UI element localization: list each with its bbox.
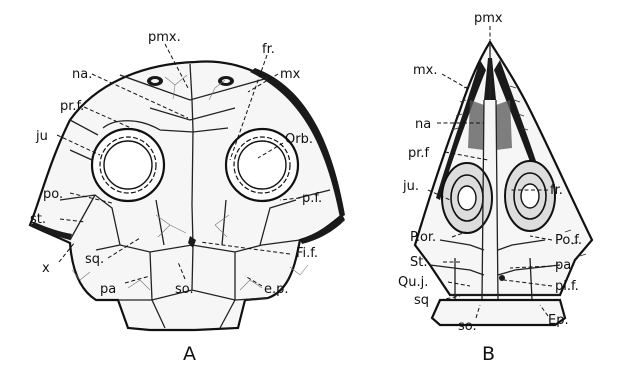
label-b-so: so. [458, 319, 477, 334]
caption-a: A [183, 343, 196, 365]
label-b-fr: fr. [550, 183, 563, 198]
label-b-prf: pr.f [408, 146, 430, 161]
label-b-sq: sq [414, 293, 429, 308]
label-b-pmx: pmx [474, 11, 503, 26]
label-a-pmx: pmx. [148, 30, 181, 45]
label-a-ep: e.p. [264, 282, 289, 297]
skull-b-shade-right [496, 100, 512, 150]
label-b-st: St. [410, 255, 427, 270]
label-a-fr: fr. [262, 42, 275, 57]
caption-b: B [482, 343, 495, 365]
label-b-pa: pa [555, 258, 571, 273]
label-a-pa: pa [100, 282, 116, 297]
label-a-so: so. [175, 282, 194, 297]
label-b-ju: ju. [402, 179, 419, 194]
label-a-po: po. [43, 187, 63, 202]
label-a-sq: sq. [85, 252, 104, 267]
label-a-prf: pr.f. [60, 99, 84, 114]
label-b-na: na [415, 117, 431, 132]
label-a-pf: p.f. [302, 191, 322, 206]
label-b-por: P.or. [410, 230, 436, 245]
label-b-pof: Po.f. [555, 233, 582, 248]
label-b-mx: mx. [413, 63, 438, 78]
label-a-st: st. [30, 212, 46, 227]
label-a-mx: mx [280, 67, 301, 82]
label-b-ep: Ep. [548, 313, 569, 328]
label-a-ju: ju [35, 129, 48, 144]
label-a-fif: Fi.f. [296, 246, 318, 261]
label-b-pif: pi.f. [555, 279, 579, 294]
skull-b-occipital [432, 300, 565, 325]
label-a-orb: Orb. [285, 132, 313, 147]
skull-b-shade-left [468, 100, 484, 150]
label-b-quj: Qu.j. [398, 275, 428, 290]
label-a-na: na. [72, 67, 92, 82]
label-a-x: x [42, 261, 50, 276]
